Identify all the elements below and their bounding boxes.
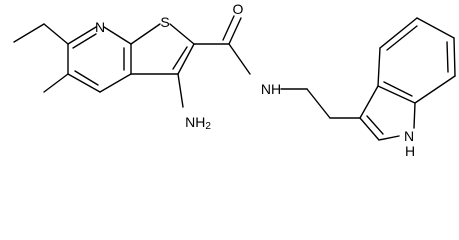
amino-subscript: 2	[205, 121, 211, 132]
atom-labels: N S O NH2 NH N H	[95, 1, 415, 156]
bond-c4-c5	[67, 73, 101, 93]
amide-nh-label: NH	[261, 81, 281, 97]
bond-carbonyl-n	[228, 43, 251, 75]
bond-n1i-c7ai	[413, 102, 416, 129]
amide-hydrogen: H	[271, 81, 281, 97]
bond-c6-n	[67, 26, 97, 45]
bond-c5i-c6i	[416, 17, 455, 39]
bond-c3i-c2i	[359, 117, 380, 141]
bond-c2-c3	[177, 43, 195, 75]
bond-c7ai-c3ai	[377, 85, 416, 104]
pyridine-nitrogen-label: N	[95, 19, 105, 35]
bond-c3ai-c7ai-inner	[383, 81, 413, 97]
bond-ch2-ch2	[306, 88, 331, 119]
chemical-structure: N S O NH2 NH N H	[13, 1, 456, 156]
bond-c4i-c5i	[379, 17, 418, 49]
bond-c3-nh2	[177, 73, 184, 108]
amide-nitrogen: N	[261, 81, 271, 97]
bond-c6i-c7i	[453, 37, 456, 77]
bond-c3ai-c3i	[359, 85, 379, 119]
bond-ethyl-ch3	[13, 23, 45, 43]
bond-ethyl-ch2	[43, 23, 69, 45]
bond-lines	[13, 15, 456, 141]
bond-c2-c3-inner	[172, 46, 188, 70]
bond-carbonyl-o	[228, 17, 242, 45]
bond-c4i-c5i-inner	[386, 25, 418, 51]
amino-group-label: NH2	[185, 114, 211, 132]
bond-c2i-n1i	[378, 135, 400, 141]
indole-hydrogen-label: H	[405, 143, 415, 156]
bond-s-c2	[169, 23, 195, 45]
bond-c6-n-inner	[72, 33, 97, 49]
bond-c3a-c4	[99, 73, 132, 93]
bond-c3ai-c4i	[377, 47, 381, 87]
indole-nitrogen-label: N	[404, 128, 414, 144]
bond-n-c7a	[103, 26, 132, 45]
bond-carbonyl-o-inner	[222, 15, 235, 41]
carbonyl-oxygen-label: O	[233, 1, 244, 17]
bond-c6i-c7i-inner	[446, 41, 449, 73]
bond-c7i-c7ai	[414, 75, 456, 104]
bond-methyl	[43, 73, 69, 93]
amino-nh: NH	[185, 114, 205, 130]
bond-c4-c5-inner	[74, 70, 99, 86]
bond-c3i-c2i-inner	[366, 115, 384, 135]
bond-c7a-s	[130, 23, 161, 45]
thiophene-sulfur-label: S	[160, 14, 169, 30]
